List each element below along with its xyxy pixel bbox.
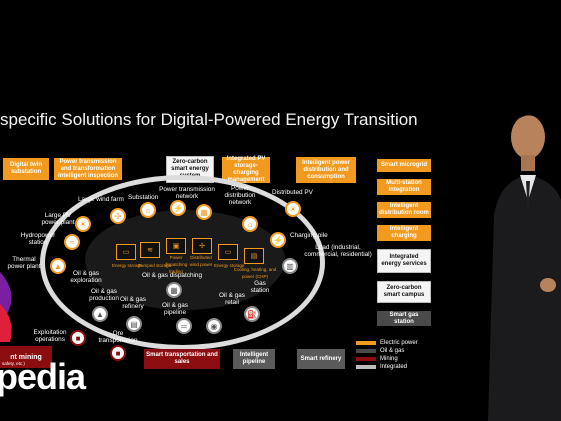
building-icon: ▥ — [282, 258, 298, 274]
tag-smart-gas-station: Smart gas station — [377, 311, 431, 326]
refinery-icon: ▤ — [126, 316, 142, 332]
legend-electric: Electric power — [356, 340, 418, 346]
label-distributed-pv: Distributed PV — [272, 189, 313, 196]
label-large-wind: Large wind farm — [78, 196, 124, 203]
thermal-plant-icon: ▲ — [50, 258, 66, 274]
wind-turbine-icon: ✢ — [110, 208, 126, 224]
label-power-dispatching: Power dispatching trading — [164, 255, 188, 274]
charging-pile-icon: ⚡ — [270, 232, 286, 248]
label-oil-gas-pipeline: Oil & gas pipeline — [162, 302, 188, 316]
tag-smart-refinery: Smart refinery — [297, 349, 345, 369]
distribution-icon: ⌂ — [242, 216, 258, 232]
battery-icon: ▭ — [116, 244, 136, 260]
logo-text: pedia — [0, 356, 86, 397]
transmission-tower-icon: ⚡ — [170, 200, 186, 216]
tag-integrated-energy: Integrated energy services — [377, 249, 431, 273]
chp-icon: ▤ — [244, 248, 264, 264]
tag-digital-twin: Digital twin substation — [3, 158, 49, 180]
smart-mining-sub: safety, etc.) — [2, 361, 25, 366]
label-energy-storage-2: Energy storage — [214, 263, 245, 268]
storage-battery-icon: ▭ — [218, 244, 238, 260]
tag-multi-station: Multi-station integration — [377, 179, 431, 195]
label-oil-gas-retail: Oil & gas retail — [219, 292, 245, 306]
tag-smart-mining: nt mining — [0, 346, 52, 368]
tag-integrated-pv: Integrated PV storage-charging managemen… — [222, 156, 270, 183]
small-wind-icon: ✢ — [192, 238, 212, 254]
label-cchp: Cooling, heating, and power (CHP) — [233, 267, 277, 279]
tag-smart-transport: Smart transportation and sales — [144, 349, 220, 369]
legend-label-mining: Mining — [380, 356, 398, 362]
pumped-storage-icon: ≋ — [140, 242, 160, 258]
substation-icon: ⌂ — [140, 202, 156, 218]
gas-station-icon: ⛽ — [244, 306, 260, 322]
label-distribution-network: Power distribution network — [224, 185, 256, 206]
label-exploitation: Exploitation operations — [33, 329, 67, 343]
tag-intelligent-distribution: Intelligent power distribution and consu… — [296, 157, 356, 183]
tag-zero-carbon-campus: Zero-carbon smart campus — [377, 281, 431, 303]
smart-mining-label: nt mining — [10, 353, 42, 361]
legend-swatch-electric — [356, 341, 376, 345]
legend-label-electric: Electric power — [380, 340, 418, 346]
label-oil-gas-dispatching: Oil & gas dispatching — [142, 272, 203, 279]
legend-oil-gas: Oil & gas — [356, 348, 404, 354]
tag-smart-microgrid: Smart microgrid — [377, 159, 431, 172]
label-ore-transport: Ore transportation — [98, 330, 138, 344]
energy-ring — [40, 175, 325, 350]
slide-title: specific Solutions for Digital-Powered E… — [0, 110, 418, 129]
label-pumped-storage: Pumped storage — [138, 263, 172, 268]
solar-plant-icon: ☀ — [75, 216, 91, 232]
label-hydropower: Hydropower station — [20, 232, 56, 246]
legend-swatch-integrated — [356, 365, 376, 369]
tag-distribution-room: Intelligent distribution room — [377, 202, 431, 218]
label-load: Load (industrial, commercial, residentia… — [304, 244, 372, 258]
legend-label-integrated: Integrated — [380, 364, 408, 370]
pipeline-icon: ═ — [176, 318, 192, 334]
tag-intelligent-pipeline: Intelligent pipeline — [233, 349, 275, 369]
label-transmission-network: Power transmission network — [159, 186, 215, 200]
legend-label-oil-gas: Oil & gas — [380, 348, 405, 354]
power-grid-icon: ▦ — [196, 204, 212, 220]
label-oil-gas-refinery: Oil & gas refinery — [120, 296, 146, 310]
hydropower-icon: ≈ — [64, 234, 80, 250]
tag-transmission-inspection: Power transmission and transformation in… — [54, 158, 122, 180]
legend-swatch-mining — [356, 357, 376, 361]
label-large-pv: Large PV power plant — [41, 212, 75, 226]
label-thermal: Thermal power plant — [7, 256, 41, 270]
label-substation: Substation — [128, 194, 159, 201]
label-gas-station: Gas station — [250, 280, 270, 294]
retail-icon: ◉ — [206, 318, 222, 334]
oil-derrick-icon: ▲ — [92, 306, 108, 322]
label-energy-storage: Energy storage — [112, 263, 143, 268]
dispatch-screen-icon: ▣ — [166, 238, 186, 254]
label-distributed-wind: Distributed wind power — [189, 255, 213, 267]
dispatch-icon: ▦ — [166, 282, 182, 298]
presenter-figure — [488, 115, 561, 421]
label-oil-gas-exploration: Oil & gas exploration — [70, 270, 102, 284]
legend-swatch-oil-gas — [356, 349, 376, 353]
legend-mining: Mining — [356, 356, 398, 362]
label-charging-pile: Charging pile — [290, 232, 328, 239]
solar-panel-icon: ☀ — [285, 201, 301, 217]
legend-integrated: Integrated — [356, 364, 407, 370]
tag-intelligent-charging: Intelligent charging — [377, 225, 431, 241]
logo-swoosh-icon — [0, 272, 12, 342]
ore-train-icon: ■ — [110, 345, 126, 361]
label-oil-gas-production: Oil & gas production — [89, 288, 119, 302]
mining-truck-icon: ■ — [70, 330, 86, 346]
